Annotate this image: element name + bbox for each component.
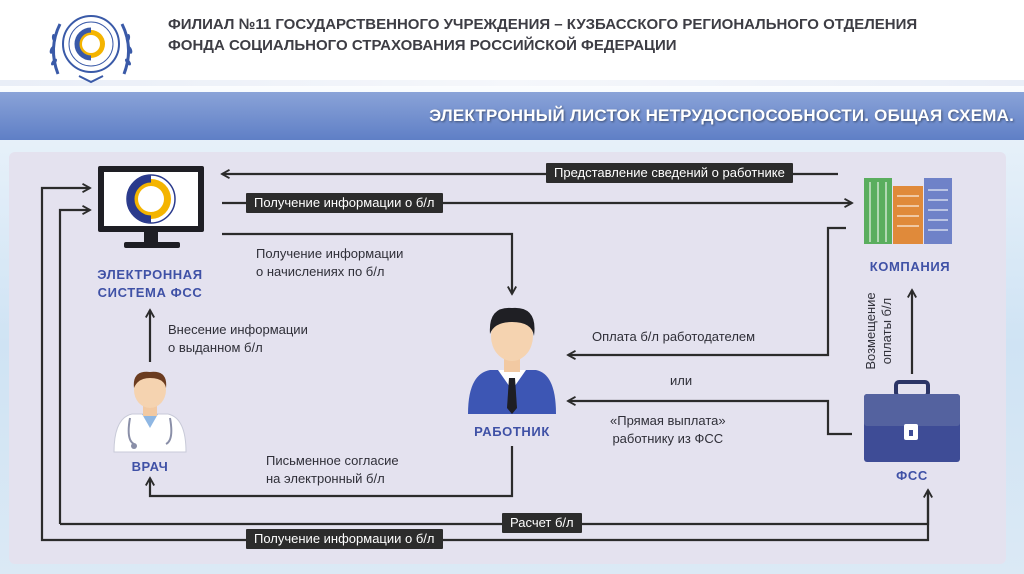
node-doctor-label: ВРАЧ — [131, 459, 169, 474]
header — [0, 0, 1024, 86]
flow-label-employer-payment: Оплата б/л работодателем — [592, 329, 756, 344]
slide-banner: ЭЛЕКТРОННЫЙ ЛИСТОК НЕТРУДОСПОСОБНОСТИ. О… — [0, 92, 1024, 140]
flow-label-direct-payment-line2: работнику из ФСС — [612, 431, 724, 446]
doctor-avatar-icon — [113, 371, 187, 453]
flow-label-direct-payment: «Прямая выплата» работнику из ФСС — [610, 412, 726, 448]
flow-label-reimbursement-line2: оплаты б/л — [879, 297, 894, 365]
arrow-employer-payment — [568, 226, 846, 355]
flow-label-consent: Письменное согласие на электронный б/л — [266, 452, 399, 488]
flow-label-reimbursement-line1: Возмещение — [863, 292, 878, 370]
flow-label-accruals-line1: Получение информации — [256, 246, 404, 261]
flow-label-accruals: Получение информации о начислениях по б/… — [256, 245, 403, 281]
flow-label-doctor-entry-line2: о выданном б/л — [168, 340, 263, 355]
arrow-accruals-to-worker — [222, 232, 512, 294]
flow-label-or: или — [670, 373, 693, 388]
flow-label-accruals-line2: о начислениях по б/л — [256, 264, 385, 279]
flow-label-settlement: Расчет б/л — [502, 513, 582, 533]
arrow-consent-to-doctor — [150, 446, 514, 498]
flow-label-sick-leave-info-top: Получение информации о б/л — [246, 193, 443, 213]
node-fss-system-line1: ЭЛЕКТРОННАЯ — [97, 267, 203, 282]
worker-avatar-icon — [468, 307, 556, 414]
fss-emblem-logo — [49, 15, 133, 84]
monitor-icon — [98, 166, 204, 248]
node-company-label: КОМПАНИЯ — [869, 259, 951, 274]
flow-label-doctor-entry-line1: Внесение информации — [168, 322, 308, 337]
flow-label-consent-line1: Письменное согласие — [266, 453, 399, 468]
flow-label-consent-line2: на электронный б/л — [266, 471, 385, 486]
organization-title-line2: ФОНДА СОЦИАЛЬНОГО СТРАХОВАНИЯ РОССИЙСКОЙ… — [168, 37, 677, 54]
flow-label-employee-info: Представление сведений о работнике — [546, 163, 793, 183]
node-worker-label: РАБОТНИК — [474, 424, 550, 439]
arrow-inner-loop — [58, 210, 90, 524]
flow-label-doctor-entry: Внесение информации о выданном б/л — [168, 321, 308, 357]
node-fss-system-line2: СИСТЕМА ФСС — [97, 285, 203, 300]
node-fss-label: ФСС — [896, 468, 928, 483]
organization-title: ФИЛИАЛ №11 ГОСУДАРСТВЕННОГО УЧРЕЖДЕНИЯ –… — [168, 14, 928, 56]
flow-label-reimbursement: Возмещение оплаты б/л — [863, 292, 895, 369]
header-divider — [0, 80, 1024, 86]
arrow-sick-leave-info-bottom — [40, 188, 930, 542]
node-fss-system-label: ЭЛЕКТРОННАЯ СИСТЕМА ФСС — [80, 266, 220, 302]
flow-label-sick-leave-info-bottom: Получение информации о б/л — [246, 529, 443, 549]
company-buildings-icon — [864, 178, 952, 244]
slide-title: ЭЛЕКТРОННЫЙ ЛИСТОК НЕТРУДОСПОСОБНОСТИ. О… — [429, 106, 1014, 125]
fss-briefcase-icon — [864, 380, 960, 462]
arrow-direct-payment — [568, 401, 852, 436]
organization-title-line1: ФИЛИАЛ №11 ГОСУДАРСТВЕННОГО УЧРЕЖДЕНИЯ –… — [168, 16, 918, 33]
flow-label-direct-payment-line1: «Прямая выплата» — [610, 413, 726, 428]
